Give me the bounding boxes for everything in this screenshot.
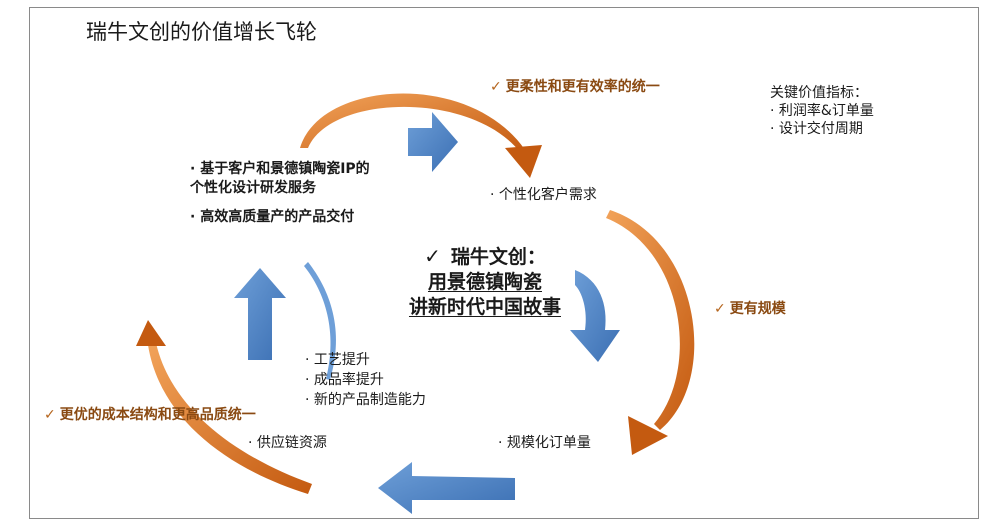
center-line: 用景德镇陶瓷 bbox=[427, 271, 542, 293]
orange-arrow-right bbox=[606, 210, 695, 455]
blue-thin-arc bbox=[304, 262, 337, 380]
key-metrics: 关键价值指标： · 利润率&订单量 · 设计交付周期 bbox=[770, 84, 874, 138]
key-metric-item: · 利润率&订单量 bbox=[770, 103, 874, 119]
key-metric-item: · 设计交付周期 bbox=[770, 121, 863, 137]
check-icon: ✓ bbox=[44, 407, 56, 423]
node-text: · 基于客户和景德镇陶瓷IP的 bbox=[190, 161, 370, 177]
check-icon: ✓ bbox=[490, 79, 502, 95]
node-capabilities: · 工艺提升 · 成品率提升 · 新的产品制造能力 bbox=[305, 350, 426, 410]
check-icon: ✓ bbox=[714, 301, 726, 317]
node-text: · 工艺提升 bbox=[305, 352, 370, 368]
node-supply-chain: · 供应链资源 bbox=[248, 435, 327, 451]
node-design-delivery: · 基于客户和景德镇陶瓷IP的 个性化设计研发服务 · 高效高质量产的产品交付 bbox=[190, 160, 370, 227]
center-line: 讲新时代中国故事 bbox=[408, 296, 561, 318]
blue-arrow-bottom bbox=[378, 462, 515, 514]
orange-arrow-top bbox=[300, 93, 542, 178]
label-flexibility-efficiency: ✓更柔性和更有效率的统一 bbox=[490, 79, 660, 95]
blue-arrow-right bbox=[570, 270, 620, 362]
label-cost-quality: ✓更优的成本结构和更高品质统一 bbox=[44, 407, 256, 423]
center-statement: ✓瑞牛文创： 用景德镇陶瓷 讲新时代中国故事 bbox=[360, 244, 610, 320]
label-scale: ✓更有规模 bbox=[714, 301, 786, 317]
orange-arrow-left bbox=[136, 320, 312, 494]
key-metrics-heading: 关键价值指标： bbox=[770, 85, 868, 101]
node-text: · 新的产品制造能力 bbox=[305, 392, 426, 408]
blue-arrow-left bbox=[234, 268, 286, 360]
node-text: · 成品率提升 bbox=[305, 372, 384, 388]
node-custom-demand: · 个性化客户需求 bbox=[490, 187, 597, 203]
center-heading: ✓瑞牛文创： bbox=[424, 244, 546, 268]
page-title: 瑞牛文创的价值增长飞轮 bbox=[86, 20, 317, 44]
node-text: · 高效高质量产的产品交付 bbox=[190, 209, 355, 225]
diagram-frame bbox=[29, 7, 979, 519]
check-icon: ✓ bbox=[424, 244, 441, 268]
blue-arrow-top bbox=[408, 112, 458, 172]
node-scaled-orders: · 规模化订单量 bbox=[498, 435, 591, 451]
node-text: 个性化设计研发服务 bbox=[190, 180, 316, 196]
